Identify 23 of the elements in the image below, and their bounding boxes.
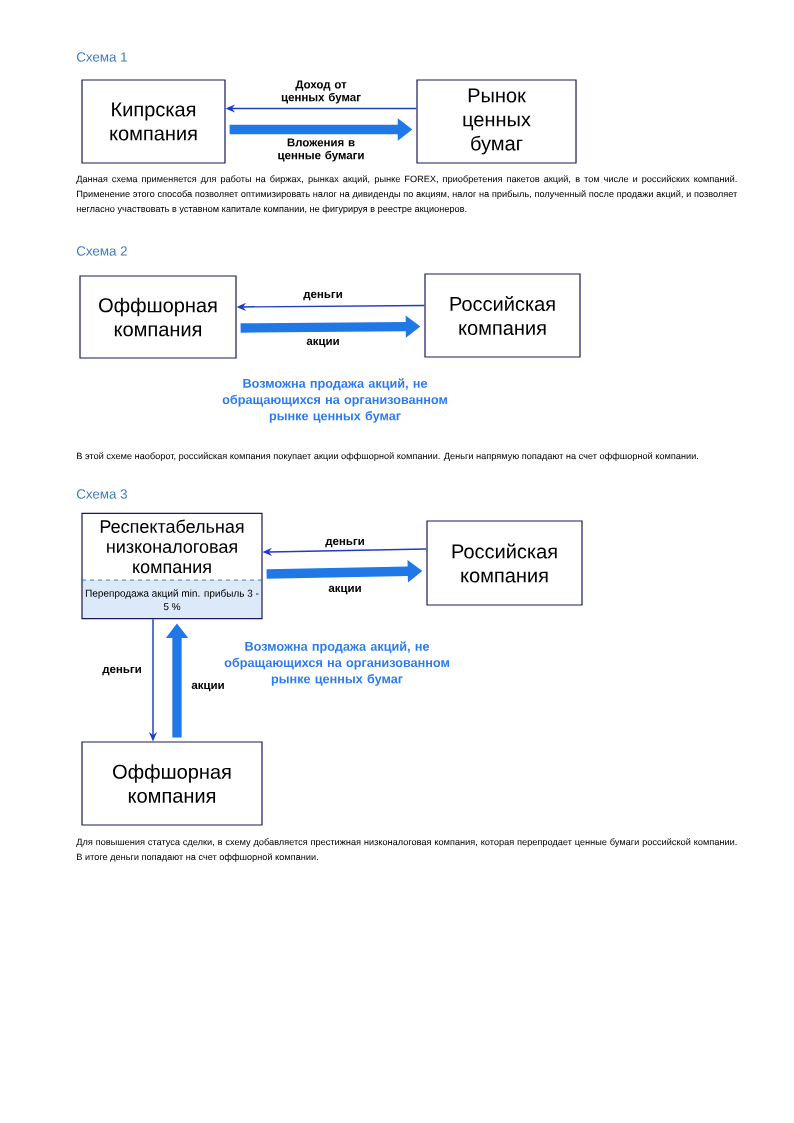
note-text: Возможна продажа акций, не обращающихся на организованном рынке ценных бумаг [222, 378, 447, 423]
edge-label: Вложения в ценные бумаги [278, 138, 364, 162]
split-box: Респектабельная низконалоговая компания Перепродажа акций min. прибыль 3 - 5 % [81, 512, 263, 620]
paragraph: Данная схема применяется для работы на биржах, рынках акций, рынке FOREX, приобретения пакетов акций, в том числе и российских компаний. Применение этого способа позволяет оптимизировать налог на дивиденды по акциям, налог на прибыль, полученный после продажи акций, и позволяет негласно участвовать в уставном капитале компании, не фигурируя в реестре акционеров. [76, 175, 738, 214]
edge-label: Доход от ценных бумаг [281, 80, 361, 104]
edge-label: акции [328, 585, 361, 595]
edge-label: деньги [102, 666, 141, 676]
paragraph: В этой схеме наоборот, российская компания покупает акции оффшорной компании. Деньги напрямую попадают на счет оффшорной компании. [77, 452, 699, 461]
company-box: Рынок ценных бумаг [416, 79, 577, 164]
note-text: Возможна продажа акций, не обращающихся на организованном рынке ценных бумаг [224, 641, 449, 686]
heading: Схема 3 [76, 489, 127, 499]
company-box: Оффшорная компания [81, 741, 263, 826]
company-box: Кипрская компания [81, 79, 226, 164]
heading: Схема 2 [76, 246, 127, 256]
company-box: Российская компания [424, 273, 581, 358]
edge-label: деньги [303, 291, 342, 301]
edge-label: деньги [325, 538, 364, 548]
edge-label: акции [306, 338, 339, 348]
company-box: Российская компания [426, 520, 583, 606]
heading: Схема 1 [76, 52, 127, 62]
company-box: Оффшорная компания [79, 275, 237, 359]
edge-label: акции [191, 682, 224, 692]
paragraph: Для повышения статуса сделки, в схему добавляется престижная низконалоговая компания, которая перепродает ценные бумаги российской компании. В итоге деньги попадают на счет оффшорной компании. [76, 838, 737, 862]
